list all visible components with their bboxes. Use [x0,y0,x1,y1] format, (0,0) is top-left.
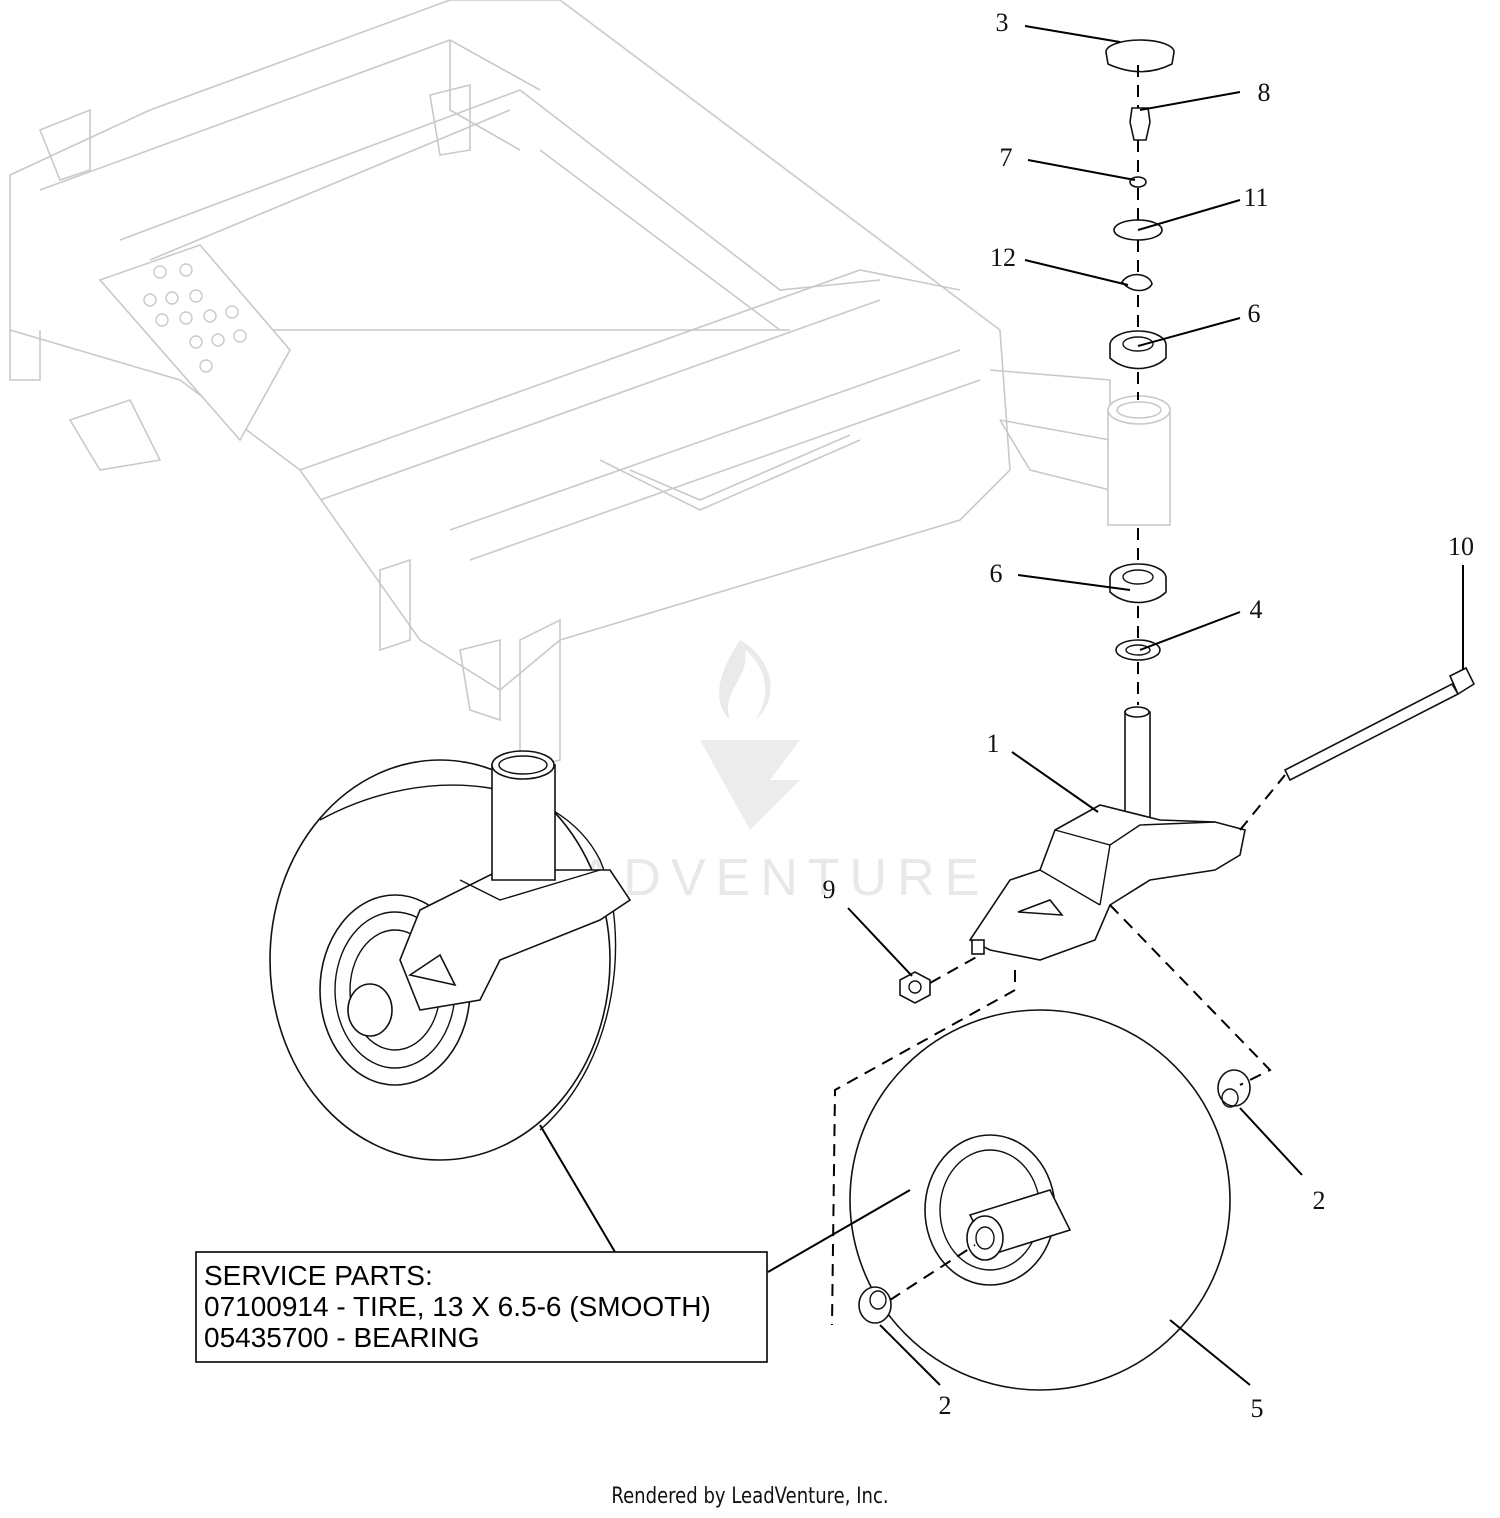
callout-11: 11 [1243,183,1268,212]
assembly-lines [831,65,1286,1326]
callout-8: 8 [1258,78,1271,107]
part-6-bearing-top [1109,330,1167,370]
callout-1: 1 [987,729,1000,758]
part-2-spacer-right [1217,1069,1251,1108]
callout-4: 4 [1250,595,1263,624]
footer-credit: Rendered by LeadVenture, Inc. [611,1484,889,1509]
part-10-axle-bolt [1283,666,1476,782]
callout-9: 9 [823,875,836,904]
callout-2-right: 2 [1313,1186,1326,1215]
service-parts-tire: 07100914 - TIRE, 13 X 6.5-6 (SMOOTH) [204,1291,711,1322]
part-9-nut [899,971,931,1004]
callout-7: 7 [1000,143,1013,172]
part-4-washer [1115,639,1161,661]
part-8-grease-fitting [1129,107,1151,141]
part-5-wheel [849,1009,1231,1391]
leader-lines [539,25,1464,1386]
callout-10: 10 [1448,532,1474,561]
callout-labels: 3 8 7 11 12 6 6 4 10 1 9 2 2 5 [823,8,1475,1423]
callout-6-bottom: 6 [990,559,1003,588]
callout-6-top: 6 [1248,299,1261,328]
callout-3: 3 [996,8,1009,37]
callout-12: 12 [990,243,1016,272]
mower-frame [9,0,1111,772]
left-caster-wheel-assembly [269,750,632,1161]
part-6-bearing-bottom [1109,563,1167,604]
part-12-clip [1121,273,1153,292]
callout-2-bottom: 2 [939,1391,952,1420]
part-3-dust-cap [1105,39,1175,73]
service-parts-heading: SERVICE PARTS: [204,1260,433,1291]
service-parts-box: SERVICE PARTS: 07100914 - TIRE, 13 X 6.5… [195,1251,768,1363]
part-1-caster-fork [968,706,1246,961]
service-parts-bearing: 05435700 - BEARING [204,1322,480,1353]
part-2-spacer-left [858,1286,892,1324]
callout-5: 5 [1251,1394,1264,1423]
spindle-housing-tube [1107,395,1171,526]
